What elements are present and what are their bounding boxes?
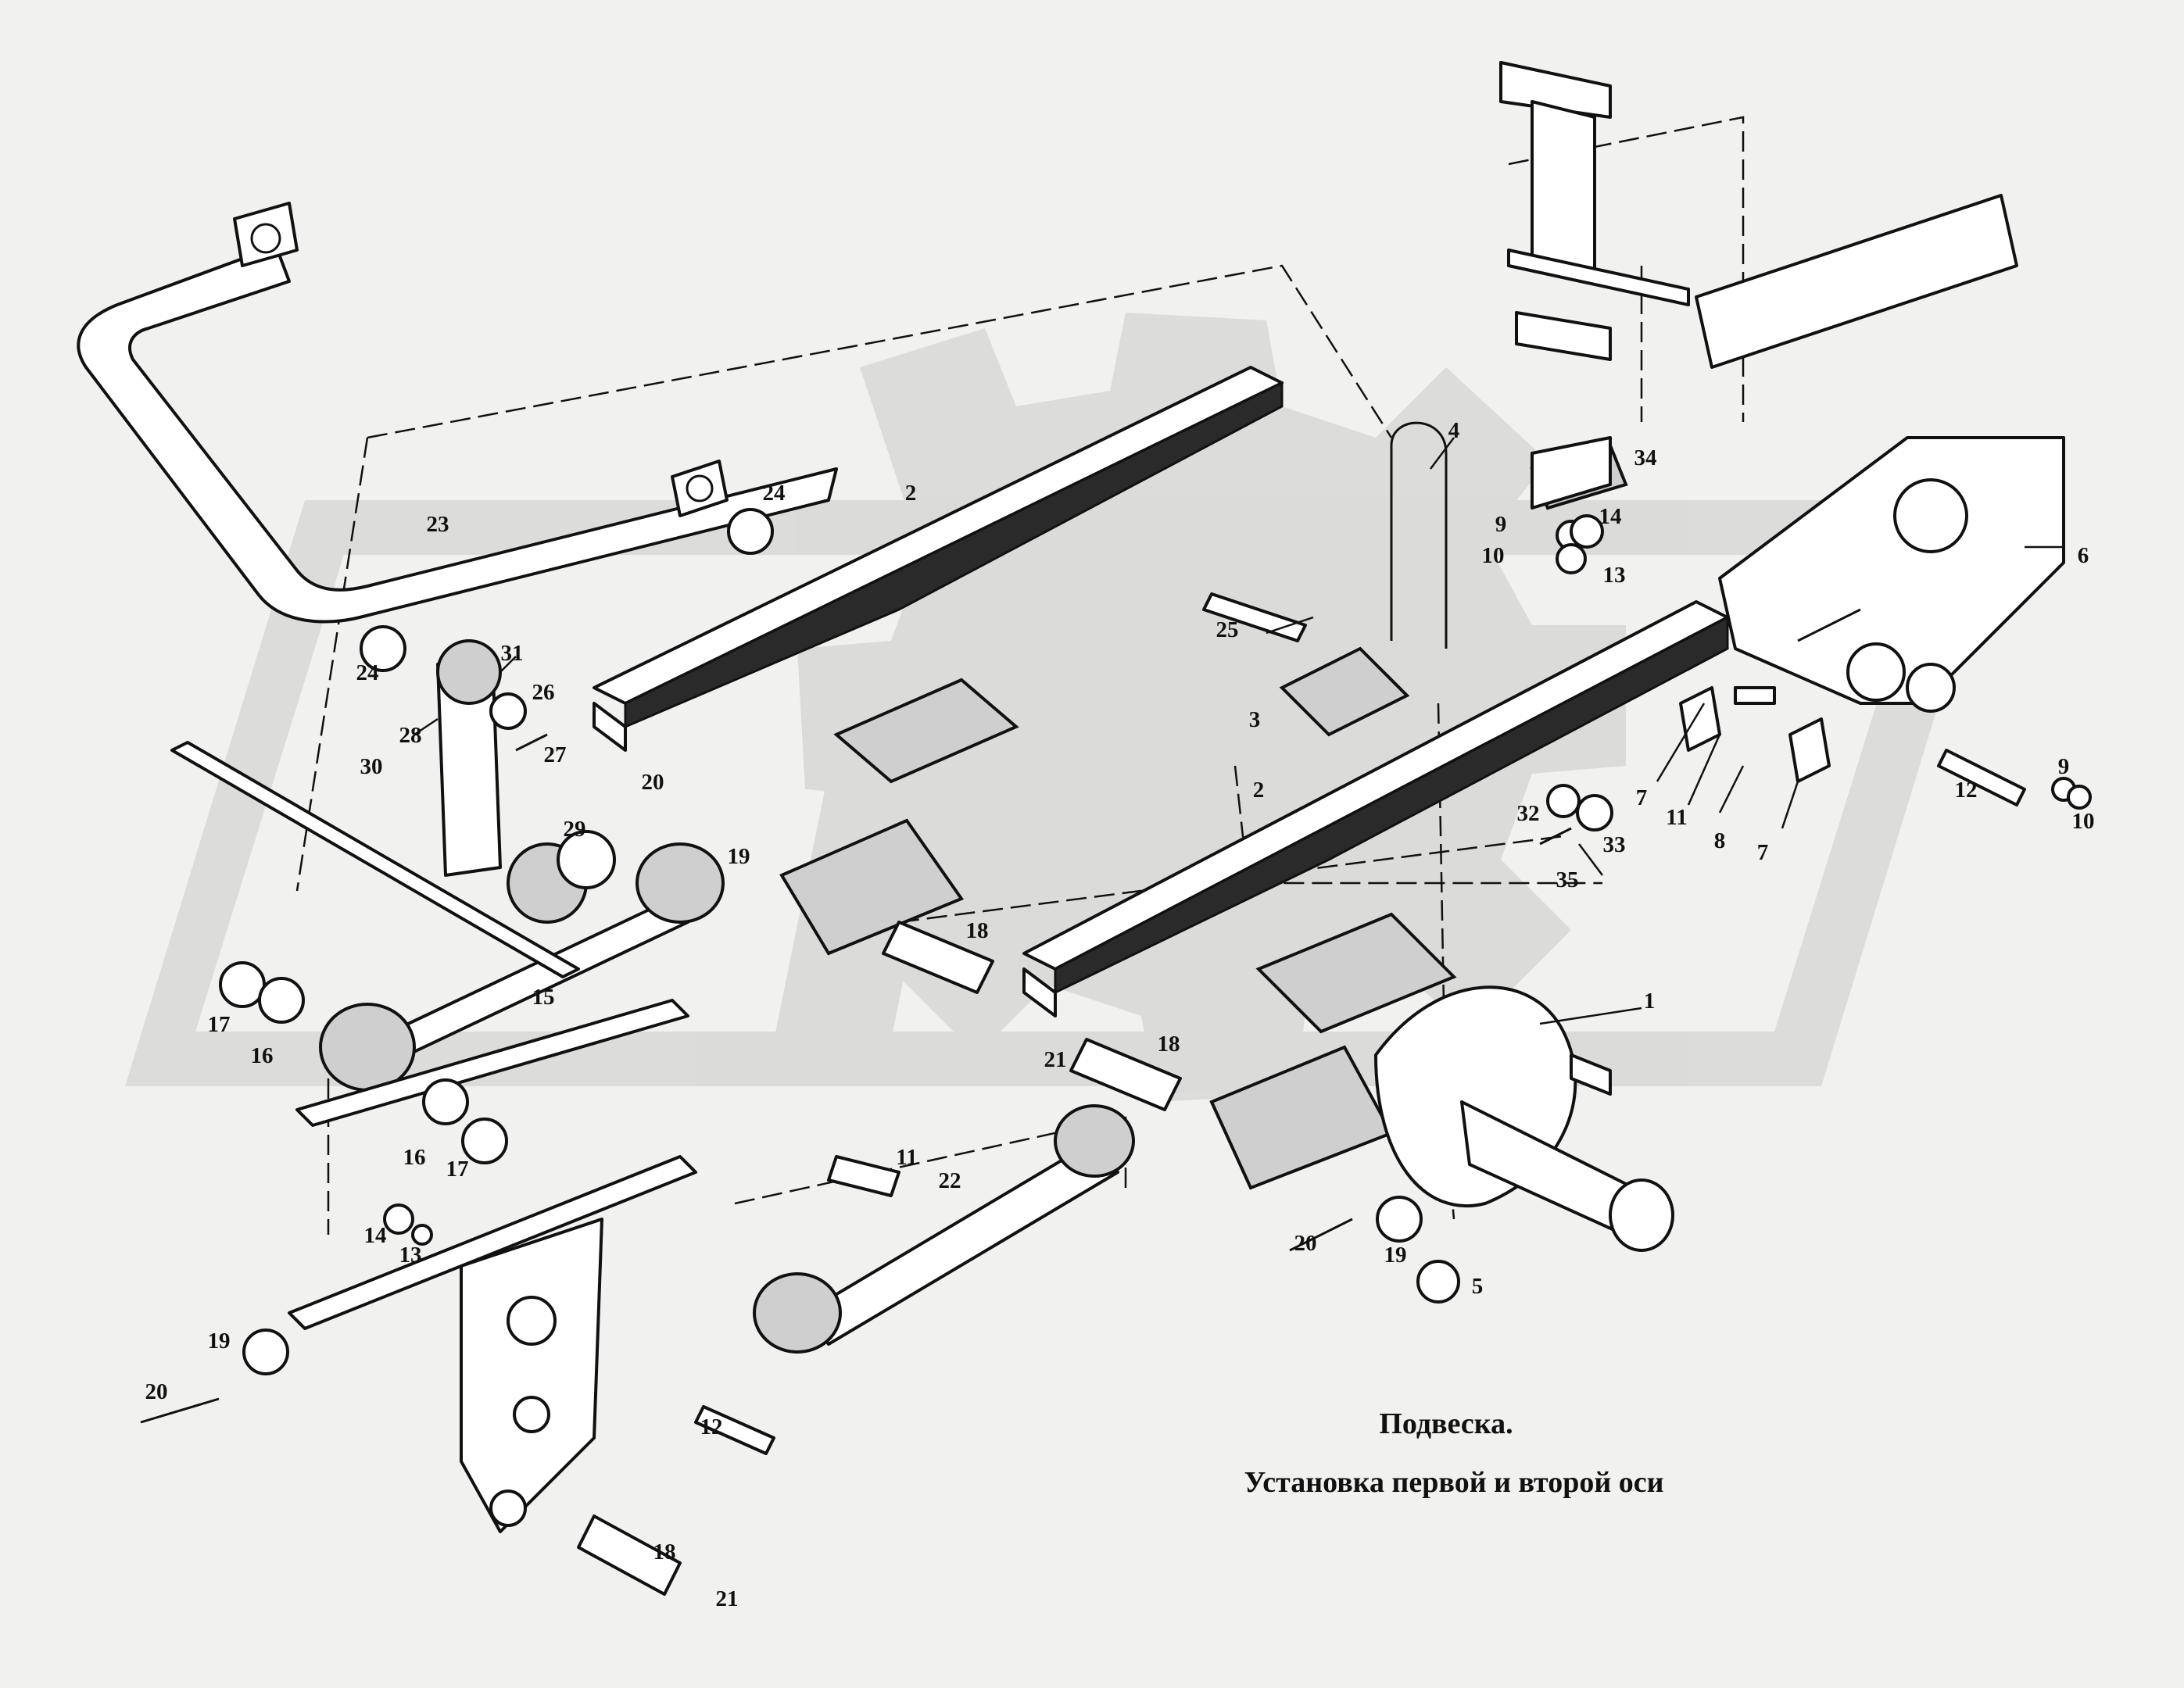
callout-5: 5 <box>1472 1274 1484 1299</box>
callout-4: 4 <box>1448 418 1460 443</box>
callout-30: 30 <box>360 754 383 779</box>
callout-7-b: 7 <box>1757 840 1769 865</box>
spring-saddles <box>779 443 1628 1190</box>
callout-20-c: 20 <box>145 1379 168 1404</box>
callout-24-a: 24 <box>763 481 786 506</box>
spring-bracket-front <box>460 1218 603 1533</box>
callout-32: 32 <box>1517 801 1540 826</box>
callout-2-upper: 2 <box>905 481 917 506</box>
callout-18-b: 18 <box>1158 1032 1180 1057</box>
fasteners <box>140 436 2092 1596</box>
callout-29: 29 <box>564 817 586 842</box>
callout-10-a: 10 <box>1482 543 1505 568</box>
callout-19-a: 19 <box>728 844 750 869</box>
callout-34: 34 <box>1634 445 1657 470</box>
callout-16-b: 16 <box>403 1145 426 1170</box>
diagram-subtitle: Установка первой и второй оси <box>1244 1466 1664 1499</box>
callout-7-a: 7 <box>1636 785 1648 810</box>
callout-13-a: 13 <box>1603 563 1626 588</box>
callout-11-b: 11 <box>896 1145 917 1170</box>
callout-24-b: 24 <box>356 660 379 685</box>
callout-8: 8 <box>1714 828 1726 853</box>
callout-28: 28 <box>399 723 422 748</box>
callout-23: 23 <box>427 512 449 537</box>
callout-labels: 1 2 2 3 4 5 6 7 7 8 9 9 10 10 11 11 12 1… <box>145 418 2095 1611</box>
callout-12-a: 12 <box>1955 778 1978 803</box>
callout-19-c: 19 <box>208 1329 231 1354</box>
spring-bracket-rear <box>1718 436 2065 713</box>
callout-15: 15 <box>532 985 555 1010</box>
callout-14-a: 14 <box>1599 504 1622 529</box>
callout-26: 26 <box>532 680 555 705</box>
callout-16-a: 16 <box>251 1043 274 1068</box>
callout-18-a: 18 <box>966 918 989 943</box>
callout-6: 6 <box>2078 543 2089 568</box>
stabilizer-bar <box>77 202 838 624</box>
callout-25: 25 <box>1216 617 1239 642</box>
callout-18-c: 18 <box>653 1540 676 1565</box>
callout-leader-lines <box>414 437 2064 1025</box>
callout-3: 3 <box>1249 707 1261 732</box>
callout-31: 31 <box>501 641 524 666</box>
callout-27: 27 <box>544 742 567 767</box>
callout-9-a: 9 <box>1495 512 1507 537</box>
callout-9-b: 9 <box>2058 754 2070 779</box>
callout-20-b: 20 <box>1294 1231 1317 1256</box>
callout-19-b: 19 <box>1384 1243 1407 1268</box>
axle-hub <box>1374 985 1674 1252</box>
callout-10-b: 10 <box>2072 809 2095 834</box>
callout-14-b: 14 <box>364 1223 387 1248</box>
link-arm <box>436 639 588 924</box>
callout-12-b: 12 <box>700 1414 723 1439</box>
reaction-rod <box>753 1104 1135 1354</box>
callout-35: 35 <box>1556 867 1579 892</box>
callout-17-b: 17 <box>446 1157 469 1182</box>
callout-17-a: 17 <box>208 1012 231 1037</box>
tie-rod <box>319 842 725 1092</box>
callout-33: 33 <box>1603 832 1626 857</box>
diagram-title: Подвеска. <box>1379 1407 1513 1440</box>
callout-1: 1 <box>1644 989 1656 1014</box>
callout-2-lower: 2 <box>1253 778 1265 803</box>
frame-bracket-upper <box>1499 61 2018 369</box>
callout-21-b: 21 <box>716 1586 739 1611</box>
callout-13-b: 13 <box>399 1243 422 1268</box>
leaf-spring-lower <box>1022 600 1729 1017</box>
u-bolt <box>1390 421 1448 649</box>
callout-20-a: 20 <box>642 770 664 795</box>
callout-22: 22 <box>939 1168 961 1193</box>
frame-rail-left <box>170 741 697 1330</box>
callout-11-a: 11 <box>1666 805 1687 830</box>
leaf-spring-upper <box>593 366 1284 752</box>
callout-21-a: 21 <box>1044 1047 1067 1072</box>
